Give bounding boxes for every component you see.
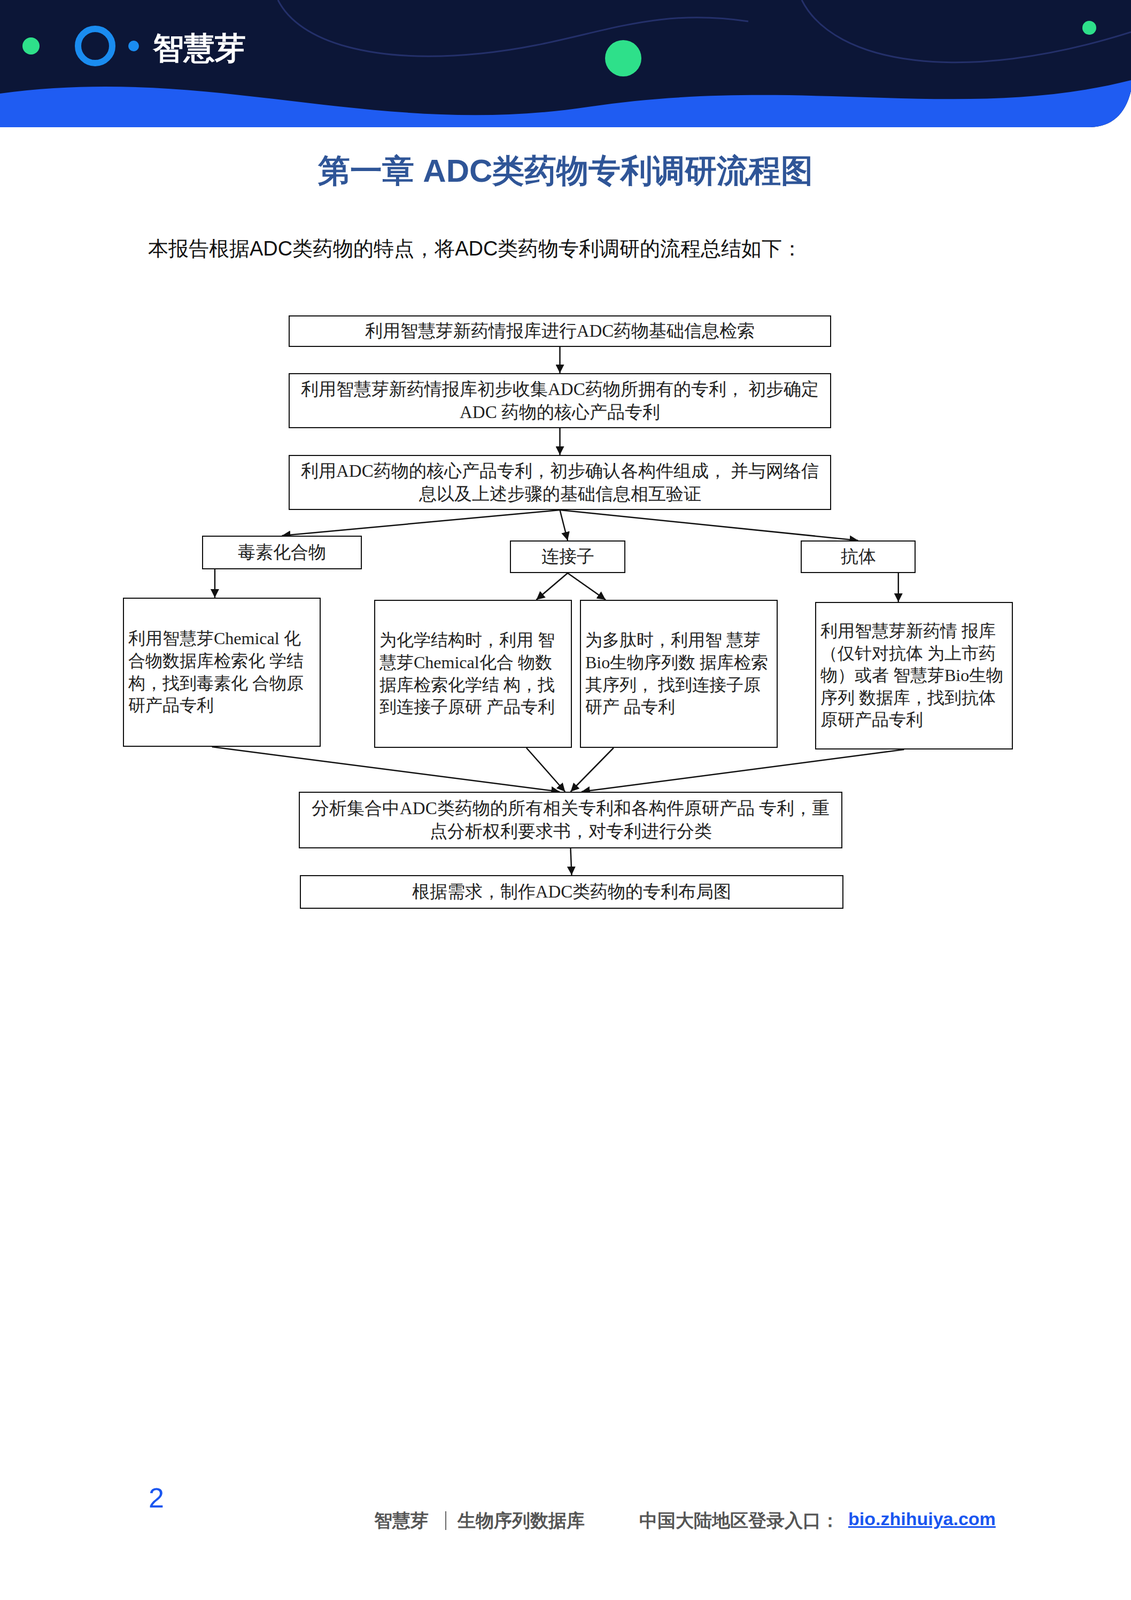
header-dot (1082, 20, 1097, 35)
process-box: 为化学结构时，利用 智慧芽Chemical化合 物数据库检索化学结 构，找到连接… (374, 599, 572, 748)
flow-arrow (526, 747, 565, 792)
flow-arrow (214, 569, 216, 598)
box-text: 为多肽时，利用智 慧芽Bio生物序列数 据库检索其序列， 找到连接子原研产 品专… (585, 629, 773, 718)
component-box: 抗体 (800, 540, 916, 573)
process-box: 分析集合中ADC类药物的所有相关专利和各构件原研产品 专利，重点分析权利要求书，… (298, 791, 843, 849)
process-box: 利用智慧芽新药情 报库（仅针对抗体 为上市药物）或者 智慧芽Bio生物序列 数据… (815, 601, 1013, 750)
header-wave (0, 80, 1131, 128)
process-box: 利用智慧芽新药情报库初步收集ADC药物所拥有的专利， 初步确定ADC 药物的核心… (288, 373, 832, 429)
process-box: 利用智慧芽新药情报库进行ADC药物基础信息检索 (288, 315, 832, 347)
footer-rule (213, 1503, 1020, 1506)
footer-brand: 智慧芽 (374, 1508, 429, 1533)
page-title: 第一章 ADC类药物专利调研流程图 (0, 149, 1131, 193)
flow-arrow (897, 572, 900, 602)
box-text: 利用智慧芽新药情 报库（仅针对抗体 为上市药物）或者 智慧芽Bio生物序列 数据… (820, 620, 1008, 732)
footer-separator (445, 1511, 447, 1530)
flow-arrow (536, 572, 568, 600)
flow-arrow (570, 848, 572, 875)
flow-arrow (560, 509, 569, 541)
footer-link: bio.zhihuiya.com (848, 1508, 996, 1530)
box-text: 利用智慧芽新药情报库初步收集ADC药物所拥有的专利， 初步确定ADC 药物的核心… (297, 377, 823, 424)
process-box: 利用智慧芽Chemical 化合物数据库检索化 学结构，找到毒素化 合物原研产品… (122, 597, 321, 747)
box-text: 利用智慧芽Chemical 化合物数据库检索化 学结构，找到毒素化 合物原研产品… (128, 627, 316, 717)
flow-arrow (567, 572, 606, 600)
box-text: 根据需求，制作ADC类药物的专利布局图 (308, 880, 835, 904)
flow-arrow (560, 509, 859, 541)
flow-arrow (282, 509, 561, 536)
box-text: 毒素化合物 (210, 540, 354, 564)
footer-text: 中国大陆地区登录入口： (639, 1508, 840, 1533)
component-box: 毒素化合物 (202, 535, 362, 570)
box-text: 为化学结构时，利用 智慧芽Chemical化合 物数据库检索化学结 构，找到连接… (379, 629, 567, 718)
header-wave-line (801, 0, 1131, 63)
process-box: 为多肽时，利用智 慧芽Bio生物序列数 据库检索其序列， 找到连接子原研产 品专… (579, 599, 778, 748)
page-number: 2 (148, 1481, 165, 1514)
logo-dot (22, 37, 40, 55)
component-box: 连接子 (509, 540, 626, 573)
flow-arrow (570, 747, 614, 792)
header-wave-line (277, 0, 749, 57)
box-text: 利用ADC药物的核心产品专利，初步确认各构件组成， 并与网络信息以及上述步骤的基… (297, 459, 823, 506)
box-text: 抗体 (809, 545, 908, 569)
process-box: 利用ADC药物的核心产品专利，初步确认各构件组成， 并与网络信息以及上述步骤的基… (288, 454, 832, 510)
flow-arrow (212, 746, 561, 792)
header-dot (605, 40, 642, 77)
box-text: 利用智慧芽新药情报库进行ADC药物基础信息检索 (297, 319, 823, 343)
process-box: 根据需求，制作ADC类药物的专利布局图 (299, 874, 844, 909)
flow-arrow (559, 428, 561, 455)
box-text: 分析集合中ADC类药物的所有相关专利和各构件原研产品 专利，重点分析权利要求书，… (307, 796, 834, 843)
logo-text: 智慧芽 (152, 27, 246, 70)
logo-dot (128, 40, 139, 52)
box-text: 连接子 (518, 545, 617, 569)
footer-text: 生物序列数据库 (457, 1508, 585, 1533)
intro-text: 本报告根据ADC类药物的特点，将ADC类药物专利调研的流程总结如下： (148, 235, 803, 263)
logo-ring (78, 28, 113, 64)
flow-arrow (581, 749, 905, 792)
header-band (0, 0, 1131, 128)
flow-arrow (559, 346, 561, 374)
